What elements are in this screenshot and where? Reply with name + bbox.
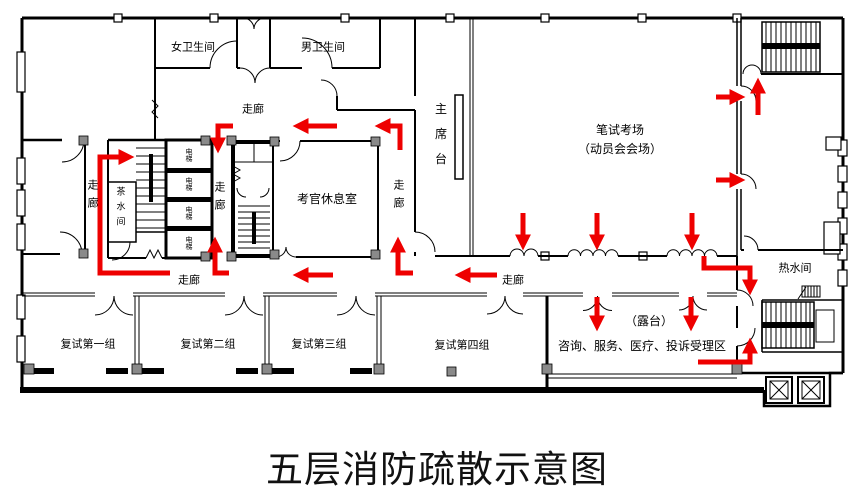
room-label-exam-hall-line1: 笔试考场 — [595, 123, 645, 138]
corridor-label-bottom-left: 走廊 — [178, 274, 200, 287]
room-label-service-area: 咨询、服务、医疗、投诉受理区 — [557, 339, 727, 354]
room-label-retest-group-4: 复试第四组 — [434, 339, 490, 352]
stairs-southeast — [761, 285, 821, 349]
corridor-label-top: 走廊 — [242, 103, 264, 116]
room-label-retest-group-3: 复试第三组 — [291, 338, 347, 351]
stairs-left — [136, 147, 166, 229]
elevator-label-4: 电梯 — [185, 236, 193, 250]
elevator-label-3: 电梯 — [185, 206, 193, 220]
room-label-women-toilet: 女卫生间 — [171, 41, 215, 54]
corridor-label-left: 走廊 — [86, 179, 98, 215]
room-label-exam-hall-line2: （动员会会场） — [577, 142, 663, 157]
diagram-title: 五层消防疏散示意图 — [266, 450, 608, 491]
corridor-label-middle: 走廊 — [213, 181, 225, 217]
room-label-men-toilet: 男卫生间 — [301, 41, 345, 54]
room-label-hot-water: 热水间 — [778, 262, 812, 275]
stairs-northeast — [761, 21, 821, 73]
elevator-label-1: 电梯 — [185, 148, 193, 162]
evacuation-route-arrows — [97, 77, 767, 365]
room-label-terrace: （露台） — [624, 314, 674, 329]
interior-walls — [22, 18, 843, 390]
corridor-label-bottom-mid: 走廊 — [502, 274, 524, 287]
stairs-core — [238, 205, 270, 249]
room-label-retest-group-1: 复试第一组 — [60, 338, 116, 351]
elevator-boxes-southeast — [765, 376, 825, 404]
room-label-examiner-lounge: 考官休息室 — [296, 192, 358, 207]
elevator-bank — [164, 138, 214, 260]
elevator-label-2: 电梯 — [185, 177, 193, 191]
room-label-podium-stage: 主席台 — [433, 102, 448, 178]
structural-columns — [23, 135, 743, 377]
room-label-tea-room: 茶水间 — [115, 186, 126, 232]
room-label-retest-group-2: 复试第二组 — [180, 338, 236, 351]
corridor-label-right: 走廊 — [392, 179, 404, 215]
